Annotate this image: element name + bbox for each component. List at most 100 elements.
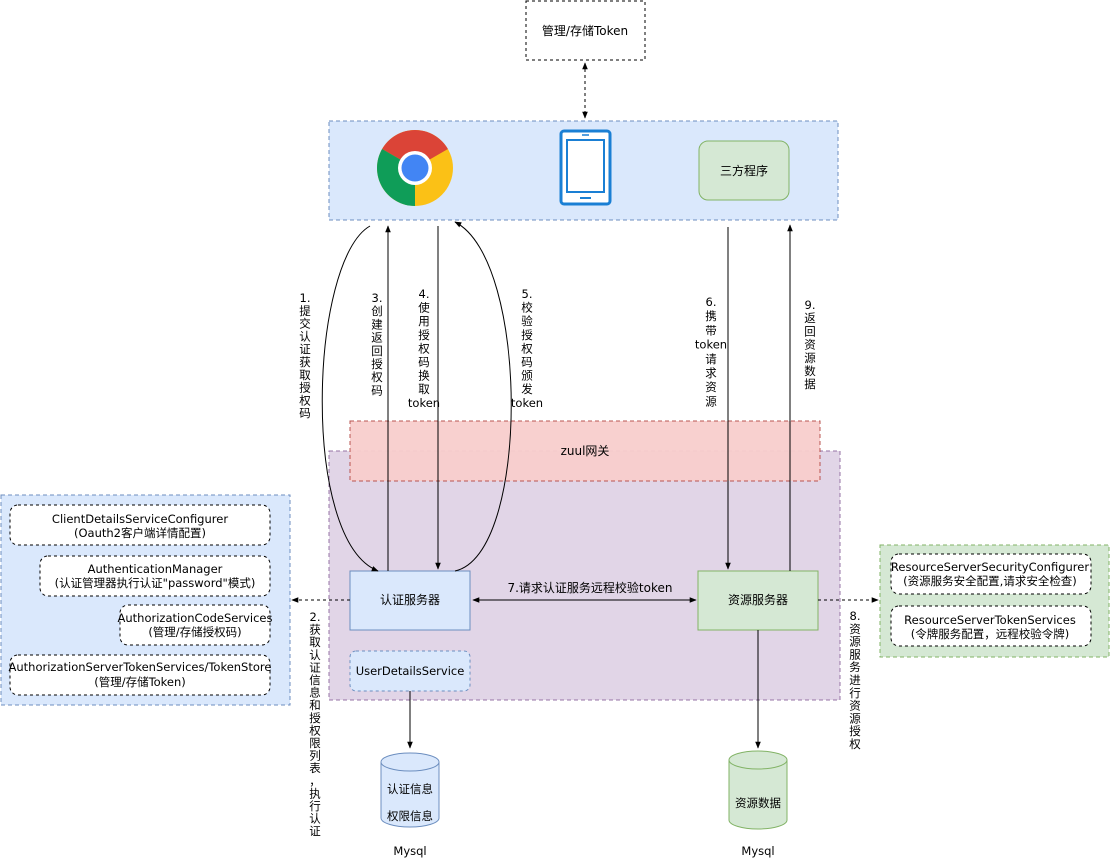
step-label-glyph: 资 [849,622,861,636]
step-label-glyph: 资 [849,699,861,713]
auth-config-item-desc: (管理/存储授权码) [148,625,241,639]
auth-config-item: AuthorizationServerTokenServices/TokenSt… [9,654,272,696]
auth-db-caption: Mysql [393,844,426,858]
user-details-service-label: UserDetailsService [356,664,465,678]
token-store-box: 管理/存储Token [525,0,646,61]
auth-server-box: 认证服务器 [349,570,471,631]
step-label-glyph: token [511,396,543,410]
step-label-glyph: 6. [706,295,717,309]
resource-db-label: 资源数据 [735,796,781,810]
step-label-glyph: 携 [705,309,717,323]
step5-arrow [454,221,512,572]
token-store-label: 管理/存储Token [542,23,628,38]
step-label-glyph: 提 [299,304,311,318]
step-label-glyph: 行 [309,799,321,813]
step-label-glyph: 求 [705,366,717,380]
auth-config-item-desc: (认证管理器执行认证"password"模式) [55,576,256,590]
zuul-gateway: zuul网关 [349,420,821,482]
step-label-glyph: 进 [849,673,861,687]
step-label-glyph: 颁 [521,369,533,383]
step-label-glyph: token [408,396,440,410]
step-label-glyph: 回 [804,324,816,338]
auth-config-item: AuthorizationCodeServices (管理/存储授权码) [118,604,272,646]
step-label-glyph: 8. [850,609,861,623]
step-label-glyph: 取 [309,635,321,649]
step-label-glyph: 务 [849,660,861,674]
auth-config-item-title: ClientDetailsServiceConfigurer [52,512,228,526]
step-label-glyph: 4. [419,287,430,301]
resource-config-item-title: ResourceServerSecurityConfigurer [891,560,1089,574]
auth-config-item: ClientDetailsServiceConfigurer (Oauth2客户… [9,504,271,546]
step-label-glyph: token [695,338,727,352]
step-label-glyph: ， [309,774,321,788]
step-label-glyph: 换 [418,369,430,383]
step-label-glyph: 据 [804,377,816,391]
step-label-glyph: 认 [309,648,321,662]
step-label-glyph: 权 [371,370,383,384]
auth-db-line1: 认证信息 [387,782,433,796]
tablet-icon [559,129,612,206]
auth-config-item: AuthenticationManager (认证管理器执行认证"passwor… [39,555,271,597]
step-label-glyph: 资 [705,380,717,394]
gateway-label: zuul网关 [561,444,610,458]
step-label-glyph: 使 [418,301,430,315]
resource-config-item: ResourceServerTokenServices (令牌服务配置，远程校验… [890,605,1092,647]
step-label-glyph: 9. [805,298,816,312]
auth-db-line2: 权限信息 [387,809,433,823]
step-label-glyph: 授 [418,328,430,342]
step-label-glyph: 码 [418,355,430,369]
step-label-glyph: 返 [371,331,383,345]
step-label-glyph: 权 [299,393,311,407]
step-label-glyph: 证 [309,660,321,674]
chrome-icon [377,130,453,206]
resource-config-item-desc: (资源服务安全配置,请求安全检查) [903,574,1077,588]
auth-config-item-title: AuthorizationServerTokenServices/TokenSt… [9,660,272,674]
step-label-glyph: 权 [521,341,533,355]
step-label-glyph: 信 [309,673,321,687]
third-party-app-label: 三方程序 [720,163,768,178]
step-label-glyph: 获 [299,355,311,369]
step-label-glyph: 权 [309,723,321,737]
step-label-glyph: 建 [371,317,383,331]
auth-config-item-title: AuthenticationManager [88,562,223,576]
step-label-glyph: 源 [849,635,861,649]
resource-server-box: 资源服务器 [697,570,819,631]
step-label-glyph: 创 [371,304,383,318]
auth-database: 认证信息 权限信息 [380,752,440,828]
resource-db-caption: Mysql [741,844,774,858]
step-label-glyph: 码 [299,406,311,420]
step-label-glyph: 发 [521,382,533,396]
third-party-app-box: 三方程序 [698,140,790,201]
step-label-glyph: 源 [804,351,816,365]
step-label-glyph: 返 [804,311,816,325]
step-label-glyph: 授 [521,328,533,342]
step-label-glyph: 证 [299,342,311,356]
step-label-glyph: 5. [522,287,533,301]
step-label-glyph: 交 [299,317,311,331]
step-label-glyph: 获 [309,623,321,637]
step-label-glyph: 执 [309,786,321,800]
user-details-service-box: UserDetailsService [349,650,471,692]
auth-config-item-desc: (Oauth2客户端详情配置) [74,526,206,540]
step-label-glyph: 带 [705,323,717,337]
step-label-glyph: 限 [309,736,321,750]
step-label-glyph: 取 [418,382,430,396]
resource-config-item-title: ResourceServerTokenServices [904,613,1076,627]
step-label-glyph: 行 [849,686,861,700]
step-label-glyph: 和 [309,698,321,712]
step-label-glyph: 码 [371,383,383,397]
step-label-glyph: 用 [418,314,430,328]
resource-server-label: 资源服务器 [728,592,788,607]
step-label-glyph: 校 [521,301,533,315]
step7-label: 7.请求认证服务远程校验token [507,580,672,595]
step-label-glyph: 认 [299,329,311,343]
step-label-glyph: 授 [371,357,383,371]
step-label-glyph: 授 [299,381,311,395]
step-label-glyph: 1. [300,291,311,305]
